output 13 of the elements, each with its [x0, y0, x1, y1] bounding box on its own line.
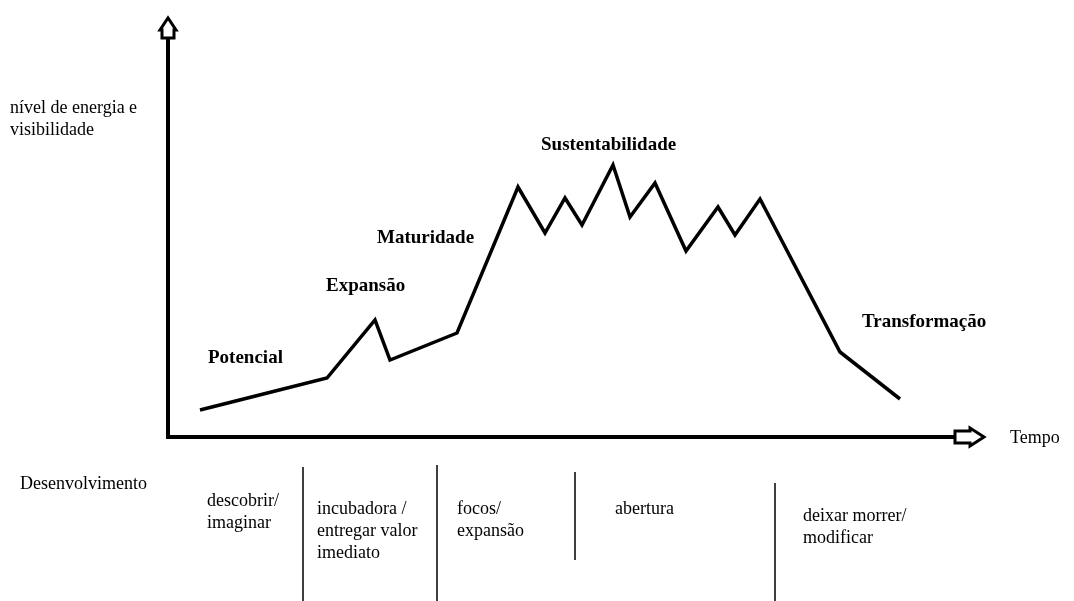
phase-label: Transformação — [862, 310, 987, 332]
phase-label: Maturidade — [377, 226, 475, 248]
phase-label: Sustentabilidade — [541, 133, 677, 155]
stage-text: incubadora / entregar valor imediato — [317, 497, 419, 563]
axis-label: Tempo — [1010, 426, 1061, 448]
stage-text: abertura — [615, 497, 675, 519]
stage-text: deixar morrer/ modificar — [803, 504, 908, 548]
phase-label: Expansão — [326, 274, 406, 296]
row-heading: Desenvolvimento — [20, 472, 148, 494]
phase-label: Potencial — [208, 346, 283, 368]
axis-label: nível de energia e visibilidade — [10, 96, 139, 140]
stage-text: descobrir/ imaginar — [207, 489, 280, 533]
stage-text: focos/ expansão — [457, 497, 525, 541]
